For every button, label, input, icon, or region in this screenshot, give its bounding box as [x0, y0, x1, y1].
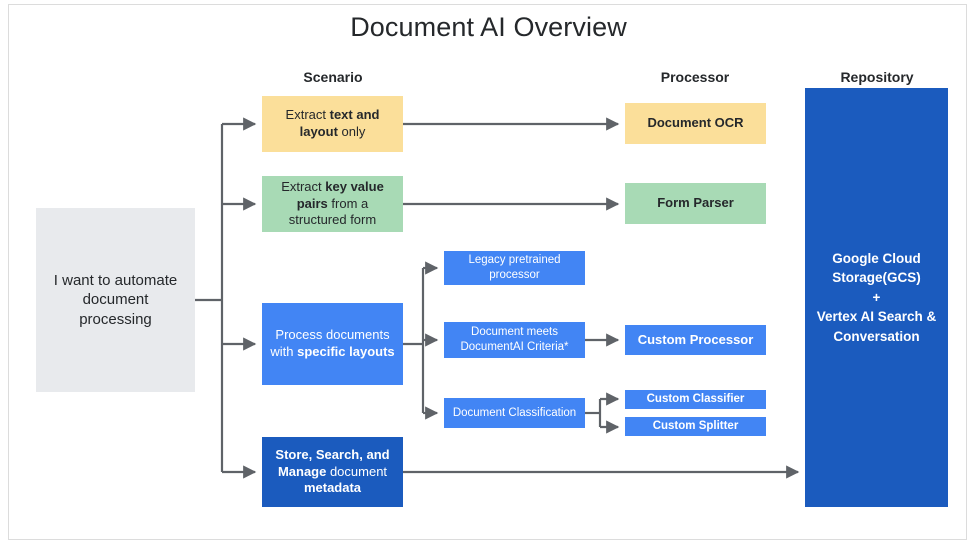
processor-box-custom-splitter[interactable]: Custom Splitter	[625, 417, 766, 436]
decision-label: Document meets DocumentAI Criteria*	[460, 326, 569, 353]
scenario-label: Process documents with specific layouts	[270, 327, 395, 359]
scenario-box-extract-key-value-pairs[interactable]: Extract key value pairs from a structure…	[262, 176, 403, 232]
scenario-label: Extract text and layout only	[285, 107, 380, 139]
processor-label: Custom Classifier	[646, 393, 745, 406]
decision-box-document-meets-criteria[interactable]: Document meets DocumentAI Criteria*	[444, 322, 585, 358]
processor-label: Document OCR	[647, 115, 744, 131]
decision-label: Legacy pretrained processor	[468, 254, 561, 281]
processor-box-custom-classifier[interactable]: Custom Classifier	[625, 390, 766, 409]
processor-box-custom-processor[interactable]: Custom Processor	[625, 325, 766, 355]
processor-box-document-ocr[interactable]: Document OCR	[625, 103, 766, 144]
scenario-box-process-specific-layouts[interactable]: Process documents with specific layouts	[262, 303, 403, 385]
column-header-processor: Processor	[660, 69, 730, 85]
processor-label: Custom Processor	[637, 331, 754, 347]
column-header-scenario: Scenario	[303, 69, 363, 85]
column-header-repository: Repository	[840, 69, 914, 85]
diagram-frame	[8, 4, 967, 540]
scenario-box-store-search-manage[interactable]: Store, Search, and Manage document metad…	[262, 437, 403, 507]
decision-label: Document Classification	[452, 406, 577, 419]
decision-box-legacy-pretrained-processor[interactable]: Legacy pretrained processor	[444, 251, 585, 285]
scenario-label: Store, Search, and Manage document metad…	[275, 447, 390, 496]
scenario-label: Extract key value pairs from a structure…	[281, 179, 384, 228]
processor-label: Form Parser	[657, 195, 734, 211]
processor-box-form-parser[interactable]: Form Parser	[625, 183, 766, 224]
page-title: Document AI Overview	[350, 12, 627, 42]
processor-label: Custom Splitter	[652, 420, 739, 433]
scenario-box-extract-text-layout[interactable]: Extract text and layout only	[262, 96, 403, 152]
decision-box-document-classification[interactable]: Document Classification	[444, 398, 585, 428]
